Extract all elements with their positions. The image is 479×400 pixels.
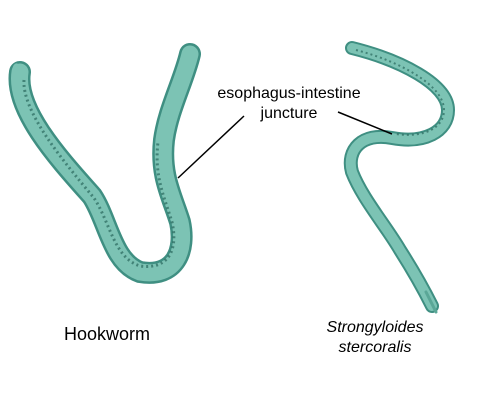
annotation-line-2: juncture: [260, 105, 318, 122]
hookworm-label: Hookworm: [64, 324, 151, 344]
leader-line-hookworm: [177, 115, 245, 179]
leader-line-strongyloides: [337, 111, 393, 135]
strongyloides-genus: Strongyloides: [326, 319, 424, 336]
hookworm-specimen: [8, 43, 201, 284]
annotation-line-1: esophagus-intestine: [217, 85, 361, 102]
strongyloides-label: Strongyloides stercoralis: [300, 318, 450, 358]
strongyloides-species: stercoralis: [338, 339, 412, 356]
strongyloides-specimen: [343, 41, 456, 314]
esophagus-intestine-annotation: esophagus-intestine juncture: [214, 84, 364, 124]
